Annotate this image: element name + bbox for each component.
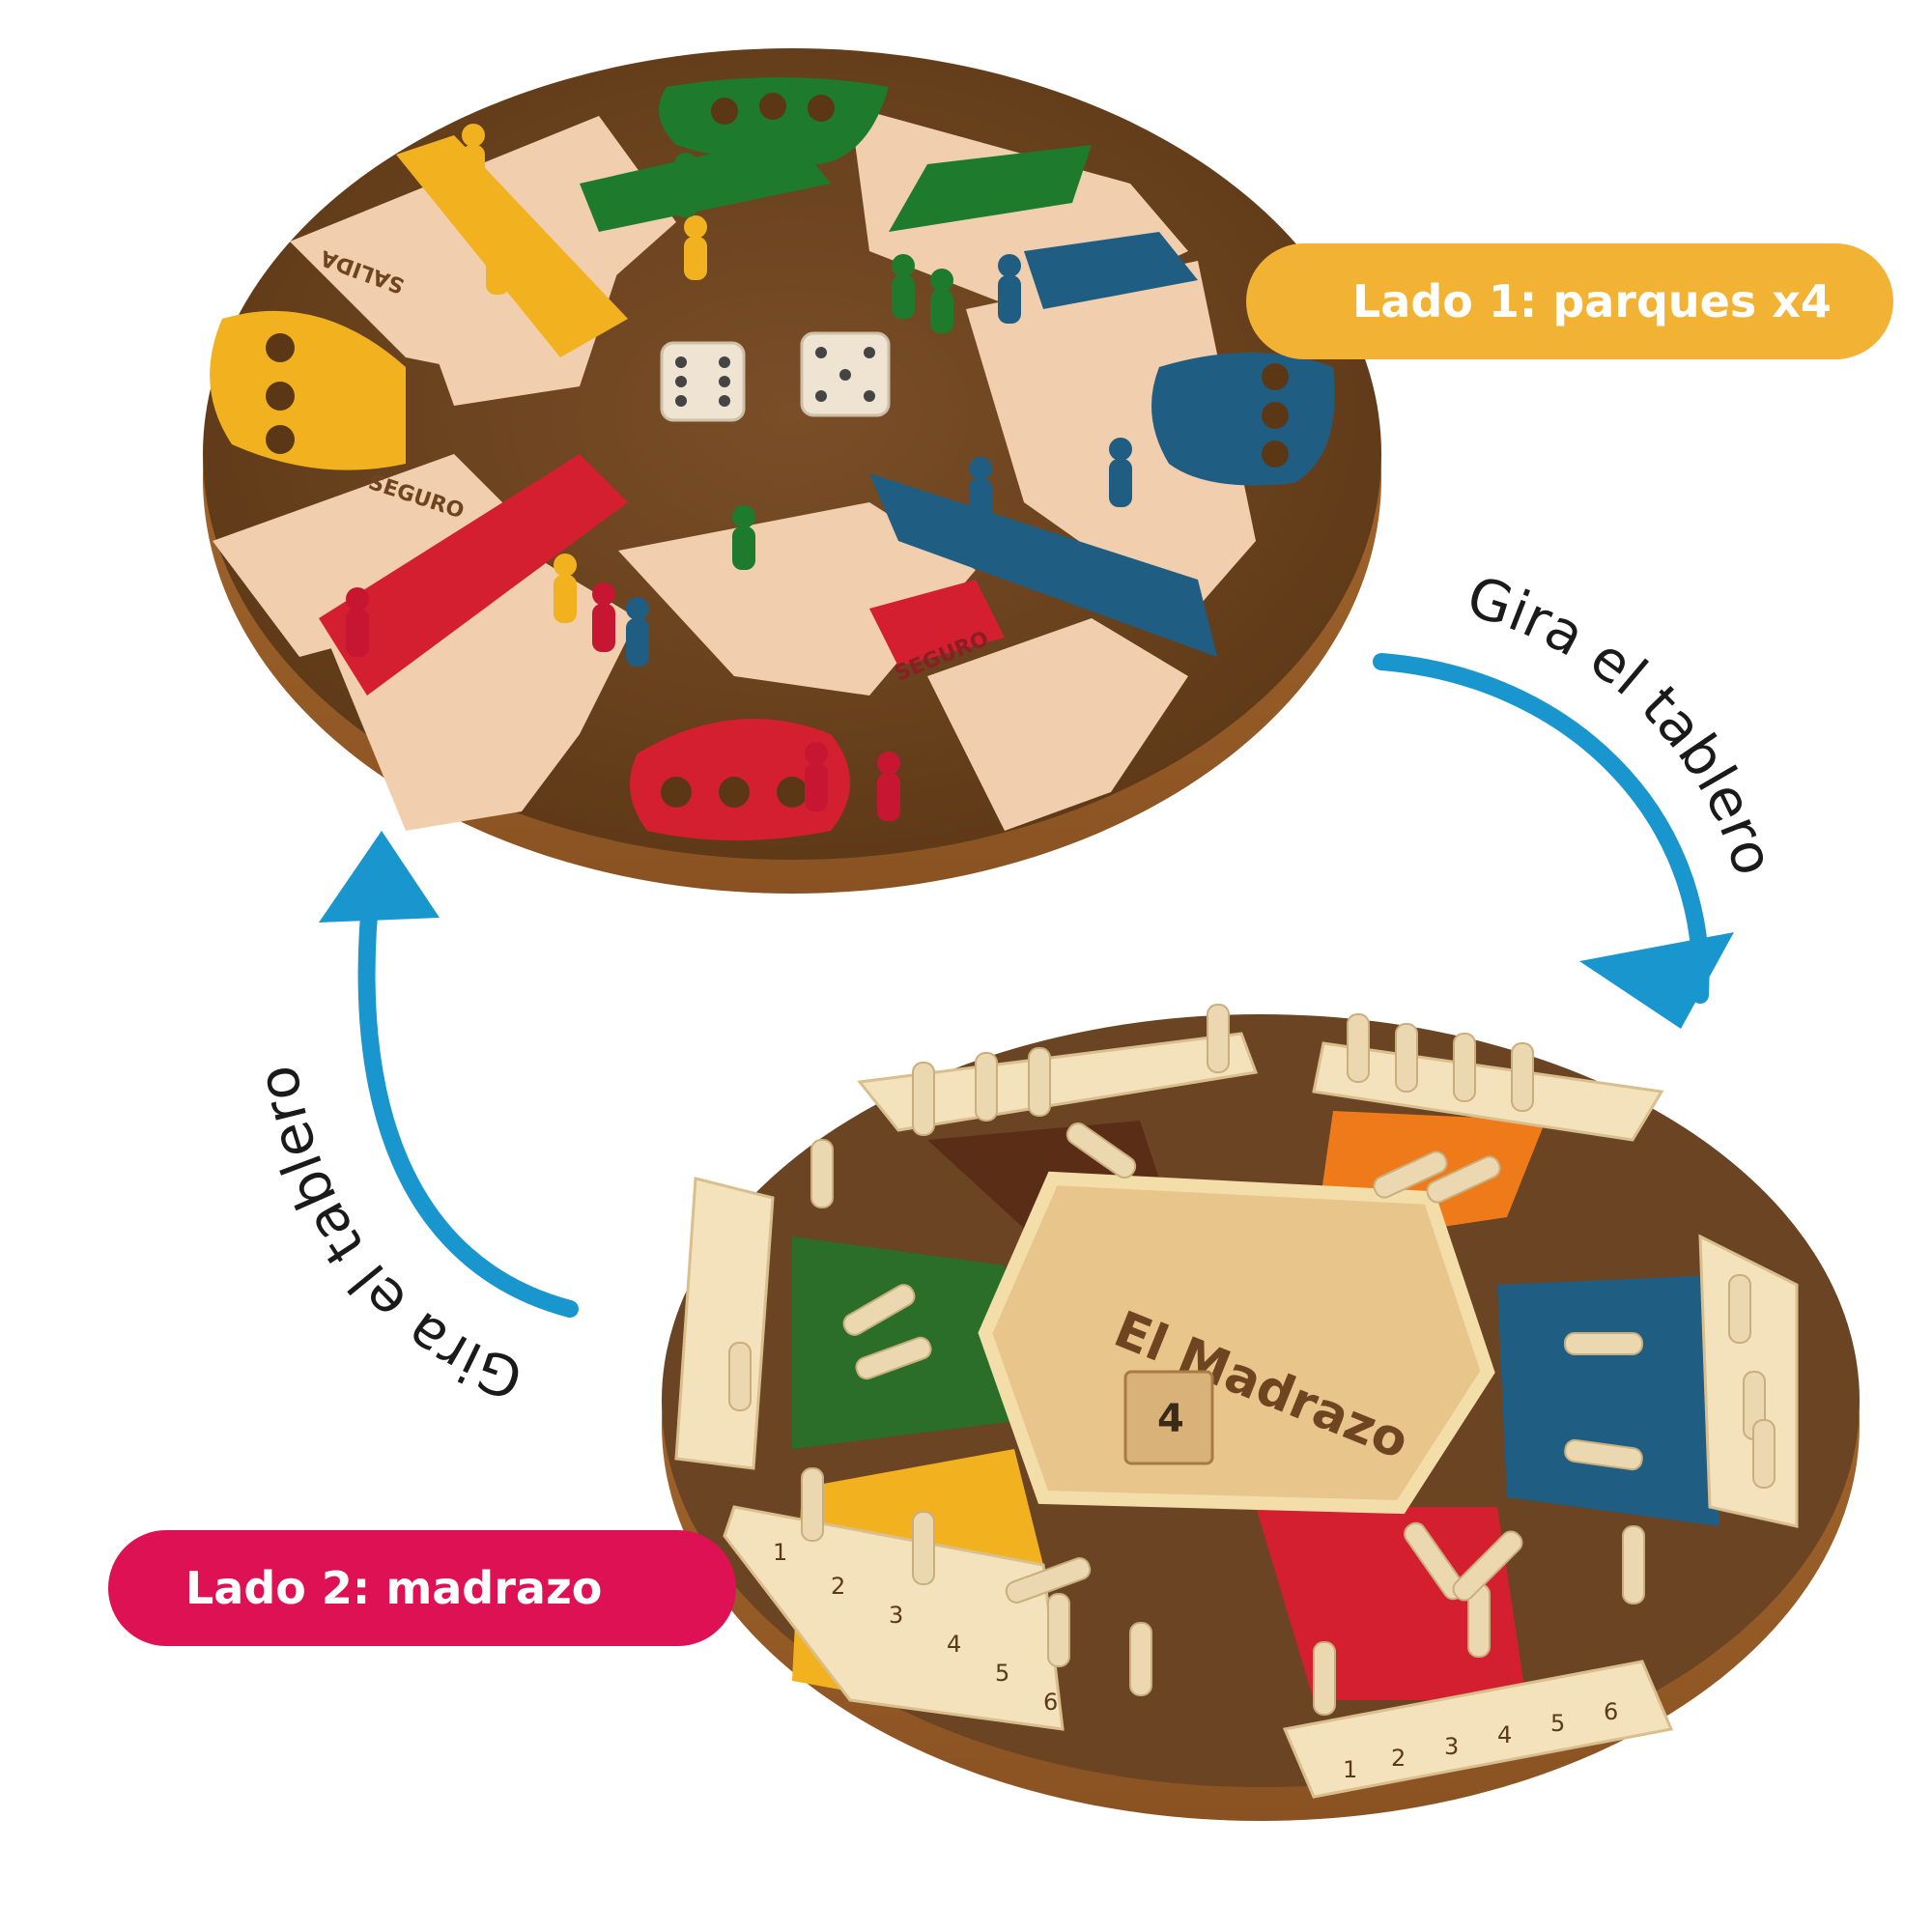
svg-text:1: 1 bbox=[1343, 1756, 1357, 1783]
center-tray bbox=[978, 1171, 1495, 1515]
pegs bbox=[728, 1004, 1776, 1716]
pawns bbox=[346, 124, 1132, 821]
arrow-right-curve bbox=[1373, 653, 1710, 1004]
svg-text:4: 4 bbox=[1157, 1397, 1184, 1441]
red-lane bbox=[319, 454, 628, 696]
side2-label-text: Lado 2: madrazo bbox=[185, 1562, 603, 1614]
svg-text:6: 6 bbox=[1043, 1689, 1058, 1716]
left-rail-numbers: 1 2 3 4 5 6 bbox=[773, 1539, 1058, 1716]
pegs-lying bbox=[842, 1122, 1643, 1604]
arrow-left: Gira el tablero bbox=[244, 831, 579, 1412]
svg-text:4: 4 bbox=[947, 1631, 961, 1658]
yellow-lane bbox=[396, 135, 628, 357]
parques-board: SEGURO SALIDA SEGURO bbox=[203, 48, 1381, 894]
arrow-right-text: Gira el tablero bbox=[1460, 563, 1787, 883]
arrow-left-curve bbox=[357, 875, 579, 1318]
side2-label: Lado 2: madrazo bbox=[108, 1530, 736, 1646]
yellow-home bbox=[210, 310, 406, 470]
arrow-right-head bbox=[1579, 932, 1734, 1029]
blue-home bbox=[1151, 353, 1335, 486]
blue-lane bbox=[1024, 232, 1198, 309]
board1-wood-tile bbox=[618, 502, 976, 696]
side1-label-text: Lado 1: parques x4 bbox=[1352, 275, 1832, 327]
green-lane bbox=[889, 145, 1092, 232]
madrazo-board: El Madrazo 4 1 2 3 4 5 6 1 2 3 4 bbox=[662, 1004, 1860, 1821]
dice-2 bbox=[800, 331, 891, 417]
arrow-left-head bbox=[319, 831, 440, 923]
svg-text:2: 2 bbox=[1391, 1745, 1406, 1772]
svg-text:5: 5 bbox=[1550, 1710, 1565, 1737]
blue-lane bbox=[869, 473, 1217, 657]
front-rail-numbers: 1 2 3 4 5 6 bbox=[1343, 1698, 1618, 1783]
home-holes bbox=[266, 93, 1289, 808]
sector-blue bbox=[1497, 1275, 1719, 1526]
side1-label: Lado 1: parques x4 bbox=[1246, 243, 1893, 359]
svg-text:6: 6 bbox=[1604, 1698, 1618, 1725]
svg-text:3: 3 bbox=[889, 1602, 903, 1629]
svg-text:1: 1 bbox=[773, 1539, 787, 1566]
madrazo-die: 4 bbox=[1123, 1370, 1214, 1465]
dice-1 bbox=[660, 341, 746, 422]
svg-text:3: 3 bbox=[1444, 1733, 1459, 1760]
svg-text:4: 4 bbox=[1497, 1721, 1512, 1748]
board1-wood-tile bbox=[966, 261, 1256, 618]
svg-text:5: 5 bbox=[995, 1660, 1009, 1687]
red-lane bbox=[869, 580, 1005, 667]
board1-wood-tile bbox=[927, 618, 1188, 831]
arrow-right: Gira el tablero bbox=[1373, 563, 1787, 1029]
green-home bbox=[659, 77, 889, 164]
svg-text:2: 2 bbox=[831, 1573, 845, 1600]
